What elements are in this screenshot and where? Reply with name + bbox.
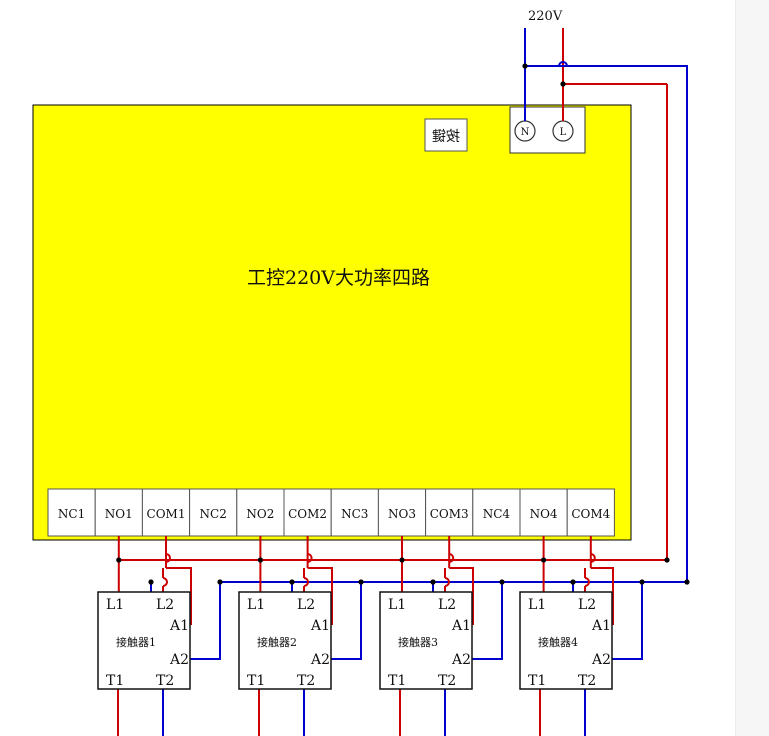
terminal-label: COM1 (147, 507, 186, 521)
pin-l1: L1 (388, 597, 406, 613)
pin-l2: L2 (297, 597, 315, 613)
wire-hop (584, 577, 590, 587)
contactor-box (97, 591, 191, 690)
terminal-nc4 (472, 488, 521, 537)
junction-dot (358, 579, 364, 585)
pin-t2: T2 (156, 673, 174, 689)
contactor-name: 接触器3 (398, 635, 438, 649)
terminal-com2 (283, 488, 332, 537)
pin-l1: L1 (106, 597, 124, 613)
pin-t1: T1 (388, 673, 406, 689)
junction-dot (399, 557, 405, 563)
pin-a2: A2 (591, 652, 611, 668)
junction-dot (684, 579, 690, 585)
terminal-no3 (377, 488, 427, 537)
pin-t2: T2 (438, 673, 456, 689)
pin-t2: T2 (578, 673, 596, 689)
junction-dot (570, 579, 576, 585)
junction-dot (289, 579, 295, 585)
pin-l1: L1 (247, 597, 265, 613)
pin-l1: L1 (528, 597, 546, 613)
terminal-label: NO4 (530, 507, 558, 521)
terminal-label: NC3 (341, 507, 368, 521)
pin-l2: L2 (578, 597, 596, 613)
pin-a1: A1 (591, 618, 611, 634)
contactor-name: 接触器2 (257, 635, 297, 649)
pin-l2: L2 (156, 597, 174, 613)
terminal-label: NC1 (58, 507, 85, 521)
wire-hop (590, 553, 596, 563)
terminal-label: COM2 (288, 507, 327, 521)
neutral-riser (525, 65, 688, 582)
wire-hop (165, 553, 171, 563)
wire-hop (307, 553, 313, 563)
pin-a2: A2 (310, 652, 330, 668)
terminal-label: NO2 (246, 507, 274, 521)
wire-hop (303, 577, 309, 587)
terminal-label: NO1 (105, 507, 133, 521)
terminal-label: NO3 (388, 507, 416, 521)
power-terminal-label: N (521, 127, 530, 138)
pin-a1: A1 (451, 618, 471, 634)
junction-dot (499, 579, 505, 585)
junction-dot (664, 557, 670, 563)
wire-hop (444, 577, 450, 587)
pin-l2: L2 (438, 597, 456, 613)
terminal-label: COM3 (430, 507, 469, 521)
contactor-box (379, 591, 473, 690)
board-title: 工控220V大功率四路 (247, 267, 430, 289)
junction-dot (639, 579, 645, 585)
pin-a2: A2 (169, 652, 189, 668)
junction-dot (116, 557, 122, 563)
contactor-box (238, 591, 332, 690)
control-board (32, 104, 632, 541)
pin-a2: A2 (451, 652, 471, 668)
key-label: 按键 (432, 129, 460, 145)
contactor-name: 接触器1 (116, 635, 156, 649)
terminal-no1 (94, 488, 143, 537)
junction-dot (257, 557, 263, 563)
a2-to-neutral-wire (331, 582, 362, 660)
junction-dot (430, 579, 436, 585)
junction-dot (541, 557, 547, 563)
junction-dot (522, 63, 528, 69)
a2-to-neutral-wire (612, 582, 643, 660)
wire-hop (449, 553, 455, 563)
contactor-box (519, 591, 613, 690)
pin-a1: A1 (310, 618, 330, 634)
junction-dot (560, 81, 566, 87)
side-strip (735, 0, 769, 736)
pin-a1: A1 (169, 618, 189, 634)
wires (116, 28, 690, 736)
key-button (424, 118, 468, 152)
pin-t1: T1 (528, 673, 546, 689)
wire-hop (162, 577, 168, 587)
junction-dot (148, 579, 154, 585)
terminal-strip: NC1 NO1 COM1 NC2 NO2 COM2 NC3 NO3 COM3 NC4 NO4 COM4 (47, 488, 615, 537)
terminal-label: NC2 (200, 507, 227, 521)
contactor-name: 接触器4 (538, 635, 578, 649)
terminal-label: COM4 (571, 507, 610, 521)
supply-label: 220V (528, 9, 563, 24)
pin-t1: T1 (247, 673, 265, 689)
wire-hop (558, 61, 568, 67)
power-terminal-label: L (560, 127, 567, 138)
pin-t2: T2 (297, 673, 315, 689)
a2-to-neutral-wire (472, 582, 503, 660)
a2-to-neutral-wire (190, 582, 221, 660)
terminal-label: NC4 (483, 507, 511, 521)
terminal-nc2 (189, 488, 238, 537)
pin-t1: T1 (106, 673, 124, 689)
junction-dot (217, 579, 223, 585)
terminal-com4 (566, 488, 615, 537)
